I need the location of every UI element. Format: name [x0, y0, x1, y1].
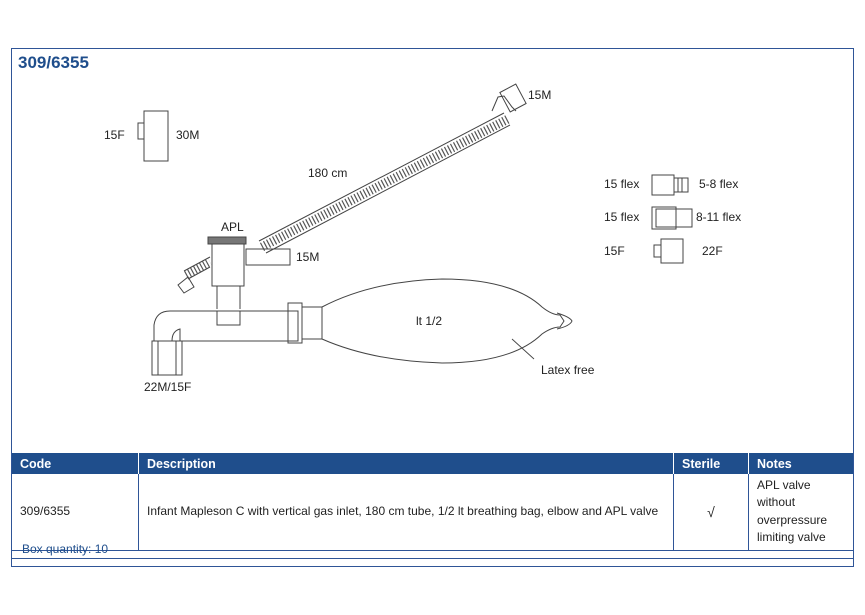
label-30m: 30M	[176, 128, 199, 142]
header-sterile: Sterile	[673, 453, 749, 474]
connector-15f-30m	[137, 110, 169, 162]
cell-description: Infant Mapleson C with vertical gas inle…	[138, 474, 674, 551]
label-flex2-left: 15 flex	[604, 210, 639, 224]
spec-table: Code Description Sterile Notes 309/6355 …	[12, 453, 853, 551]
label-flex1-right: 5-8 flex	[699, 177, 738, 191]
apl-valve	[207, 236, 291, 309]
tee-piece	[180, 302, 323, 344]
product-code-title: 309/6355	[18, 53, 89, 72]
header-description: Description	[138, 453, 674, 474]
label-15f: 15F	[104, 128, 125, 142]
label-top-15m: 15M	[528, 88, 551, 102]
label-apl: APL	[221, 220, 244, 234]
label-apl-15m: 15M	[296, 250, 319, 264]
label-flex1-left: 15 flex	[604, 177, 639, 191]
label-adapter-left: 15F	[604, 244, 625, 258]
header-notes: Notes	[748, 453, 853, 474]
cell-code: 309/6355	[12, 474, 139, 551]
label-latex-free: Latex free	[541, 363, 595, 377]
product-sheet: 309/6355	[11, 48, 854, 567]
breathing-bag	[321, 278, 573, 364]
cell-notes: APL valve without overpressure limiting …	[748, 474, 853, 551]
top-15m-fitting	[491, 83, 527, 113]
adapter-15f-22f	[653, 238, 684, 264]
table-row: 309/6355 Infant Mapleson C with vertical…	[12, 474, 853, 551]
label-adapter-right: 22F	[702, 244, 723, 258]
label-bag-size: lt 1/2	[416, 314, 442, 328]
flex-connector-1	[651, 174, 689, 196]
label-elbow: 22M/15F	[144, 380, 191, 394]
label-tube-length: 180 cm	[308, 166, 347, 180]
label-flex2-right: 8-11 flex	[696, 210, 741, 224]
flex-connector-2	[651, 206, 693, 230]
table-header-row: Code Description Sterile Notes	[12, 453, 853, 474]
corrugated-tube	[258, 112, 511, 254]
elbow	[151, 310, 183, 376]
gas-inlet-tube	[177, 256, 212, 294]
cell-sterile: √	[673, 474, 749, 551]
header-code: Code	[12, 453, 139, 474]
circuit-diagram: 15F 30M 180 cm 15M APL 15M lt 1/2 Latex …	[104, 83, 741, 394]
box-quantity: Box quantity: 10	[12, 541, 853, 559]
